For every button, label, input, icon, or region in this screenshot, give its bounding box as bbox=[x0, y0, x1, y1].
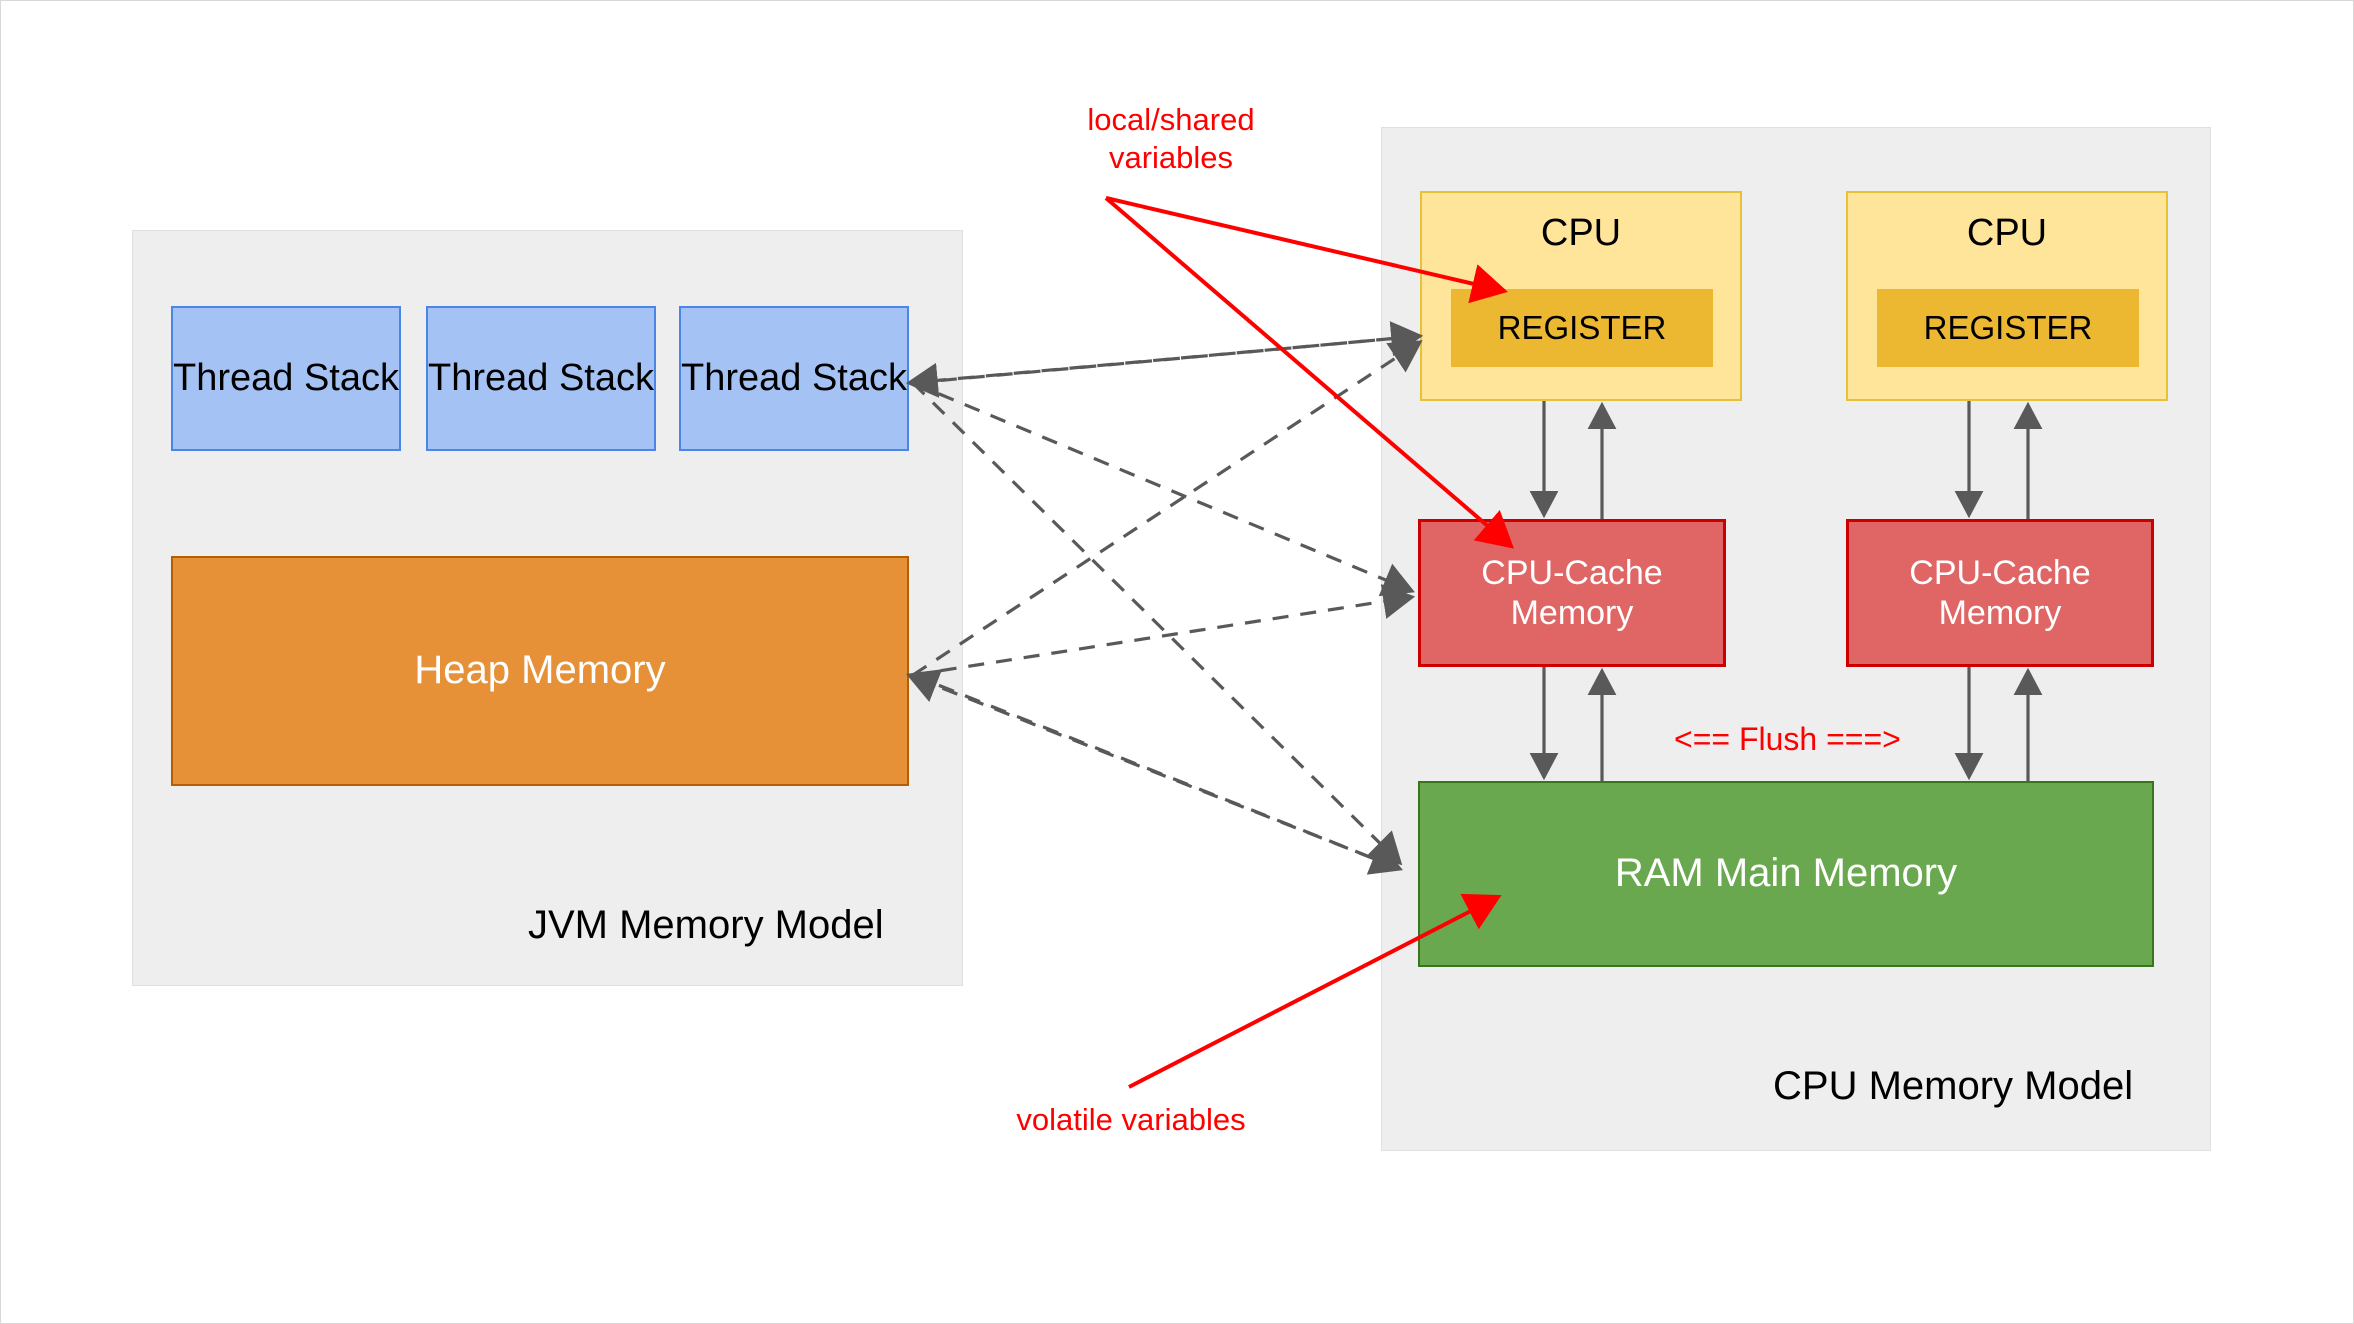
dashed-ram-to-heap bbox=[906, 669, 1401, 871]
thread-stack-box-1: Thread Stack bbox=[171, 306, 401, 451]
dashed-threadstack-to-cache bbox=[912, 381, 1415, 597]
register-box-1: REGISTER bbox=[1451, 289, 1713, 367]
thread-stack-box-2: Thread Stack bbox=[426, 306, 656, 451]
dashed-connector-group bbox=[905, 321, 1424, 875]
dashed-threadstack-to-ram bbox=[911, 381, 1403, 866]
flush-annotation: <== Flush ===> bbox=[1674, 721, 1901, 757]
heap-memory-box: Heap Memory bbox=[171, 556, 909, 786]
cpu-panel-title: CPU Memory Model bbox=[1773, 1064, 2134, 1108]
dashed-heap-to-register bbox=[912, 340, 1423, 677]
cpu-cache-box-1: CPU-Cache Memory bbox=[1418, 519, 1726, 667]
register-box-2: REGISTER bbox=[1877, 289, 2139, 367]
local-shared-variables-annotation: local/shared variables bbox=[1087, 102, 1255, 175]
jvm-panel-title: JVM Memory Model bbox=[528, 903, 884, 947]
dashed-heap-to-ram bbox=[912, 673, 1403, 875]
dashed-threadstack-to-register bbox=[912, 321, 1424, 385]
ram-main-memory-box: RAM Main Memory bbox=[1418, 781, 2154, 967]
cpu-cache-box-2: CPU-Cache Memory bbox=[1846, 519, 2154, 667]
thread-stack-box-3: Thread Stack bbox=[679, 306, 909, 451]
volatile-variables-annotation: volatile variables bbox=[1016, 1102, 1246, 1137]
dashed-heap-to-cache bbox=[912, 584, 1416, 677]
dashed-register-to-threadstack bbox=[905, 334, 1421, 398]
